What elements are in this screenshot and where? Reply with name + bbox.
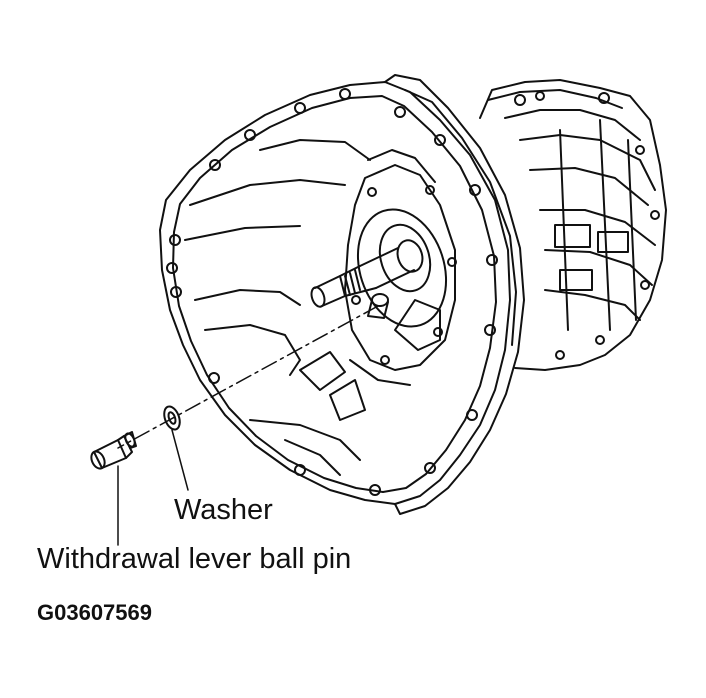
- ball-pin-boss: [367, 293, 389, 319]
- bearing-retainer: [344, 164, 457, 371]
- assembly-centerline: [117, 305, 379, 449]
- ball-pin-part: [90, 431, 137, 470]
- washer-label: Washer: [174, 494, 273, 526]
- washer-leader: [171, 429, 189, 491]
- gearbox-case: [479, 79, 667, 371]
- figure-code: G03607569: [37, 600, 152, 625]
- washer-part: [163, 405, 181, 431]
- input-shaft: [310, 239, 424, 308]
- housing-ribs: [184, 139, 436, 476]
- ball-pin-label: Withdrawal lever ball pin: [37, 543, 352, 575]
- bell-housing: [159, 74, 525, 515]
